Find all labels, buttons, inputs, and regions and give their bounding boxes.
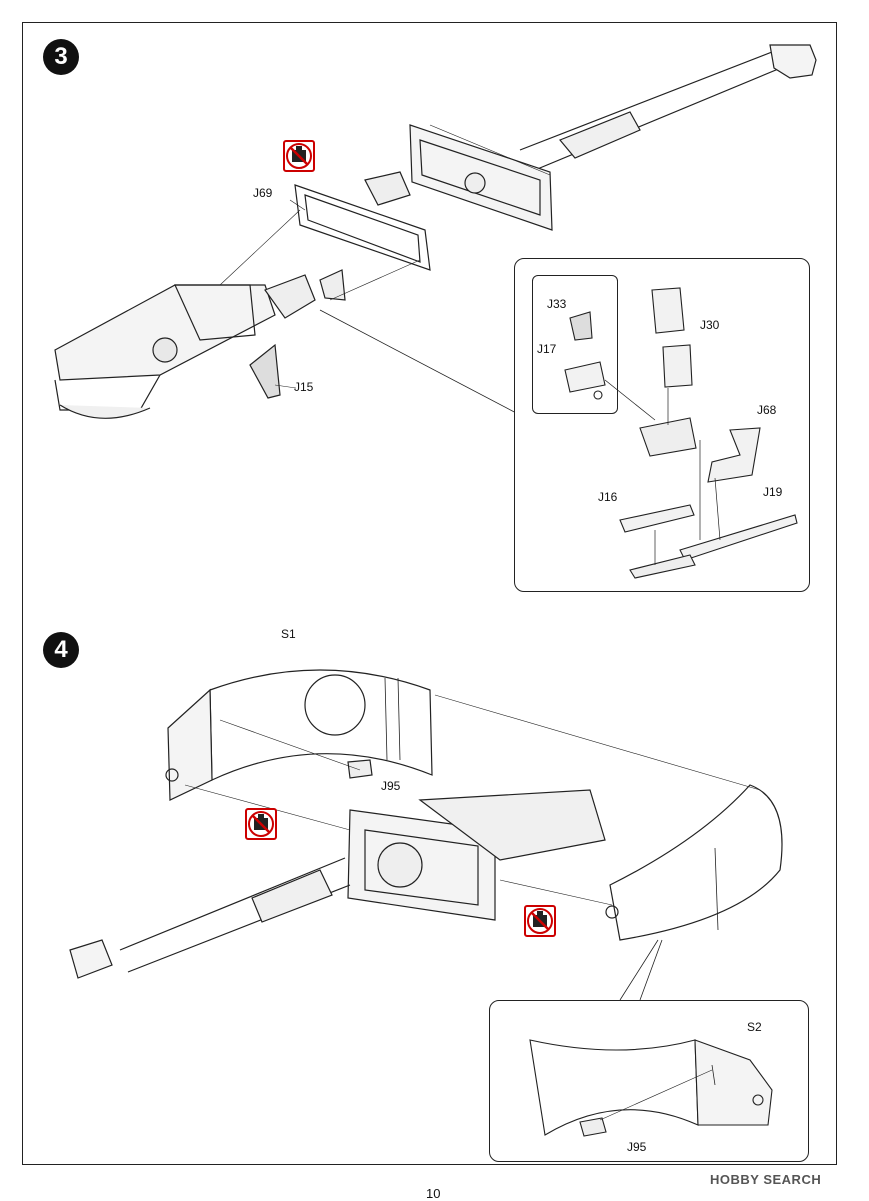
page-frame [22, 22, 837, 1165]
part-label-s2: S2 [747, 1020, 762, 1034]
step-3-badge: 3 [43, 39, 79, 75]
part-label-j16: J16 [598, 490, 618, 504]
part-label-j95-inset: J95 [627, 1140, 647, 1154]
part-label-j33: J33 [547, 297, 567, 311]
part-label-j69: J69 [253, 186, 273, 200]
part-label-j19: J19 [763, 485, 783, 499]
page-number: 10 [426, 1186, 441, 1201]
part-label-j30: J30 [700, 318, 720, 332]
no-glue-icon [524, 905, 556, 937]
part-label-j95-main: J95 [381, 779, 401, 793]
no-glue-icon [245, 808, 277, 840]
watermark: HOBBY SEARCH [710, 1172, 822, 1187]
no-glue-icon [283, 140, 315, 172]
part-label-s1: S1 [281, 627, 296, 641]
part-label-j68: J68 [757, 403, 777, 417]
step-4-badge: 4 [43, 632, 79, 668]
part-label-j17: J17 [537, 342, 557, 356]
part-label-j15: J15 [294, 380, 314, 394]
